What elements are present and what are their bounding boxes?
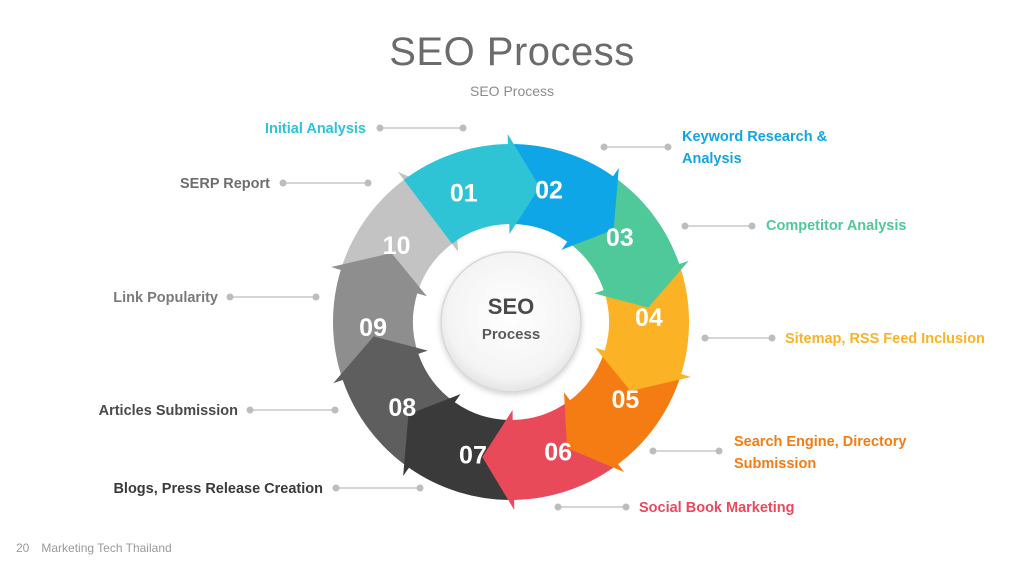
label-competitor-analysis: Competitor Analysis: [766, 218, 907, 234]
connector-dot: [748, 222, 756, 230]
label-serp-report: SERP Report: [180, 176, 270, 192]
connector-dot: [364, 179, 372, 187]
connector-dot: [279, 179, 287, 187]
connector-dot: [701, 334, 709, 342]
segment-01: [403, 134, 540, 244]
segment-number-07: 07: [459, 442, 487, 470]
connector-dot: [600, 143, 608, 151]
connector-dot: [664, 143, 672, 151]
label-search-engine-line1: Search Engine, Directory: [734, 434, 907, 450]
center-title: SEO: [488, 294, 534, 319]
segment-numbers: 10 09 08 07 06 05 04 03 02 01: [359, 176, 663, 469]
connector-dot: [622, 503, 630, 511]
label-social-book-marketing: Social Book Marketing: [639, 500, 795, 516]
label-keyword-research: Keyword Research & Analysis: [682, 126, 827, 170]
segment-number-05: 05: [612, 386, 640, 414]
label-blogs-press-release: Blogs, Press Release Creation: [113, 481, 323, 497]
connector-dot: [416, 484, 424, 492]
connector-dot: [715, 447, 723, 455]
label-sitemap-rss: Sitemap, RSS Feed Inclusion: [785, 331, 985, 347]
page-subtitle: SEO Process: [469, 83, 555, 99]
center-subtitle: Process: [482, 326, 540, 343]
center-circle: SEO Process: [440, 251, 582, 393]
segment-07: [403, 394, 515, 500]
label-search-engine-submission: Search Engine, Directory Submission: [734, 431, 906, 475]
connector-dot: [376, 124, 384, 132]
label-initial-analysis: Initial Analysis: [265, 121, 366, 137]
label-keyword-research-line2: Analysis: [682, 151, 742, 167]
segment-number-08: 08: [388, 394, 416, 422]
connector-dot: [312, 293, 320, 301]
segment-number-06: 06: [544, 439, 572, 467]
connector-dot: [331, 406, 339, 414]
label-articles-submission: Articles Submission: [98, 403, 238, 419]
connector-dot: [226, 293, 234, 301]
page-number: 20: [16, 541, 30, 555]
connector-dot: [459, 124, 467, 132]
segment-number-04: 04: [635, 304, 663, 332]
segment-02: [507, 144, 619, 250]
segment-number-09: 09: [359, 314, 387, 342]
label-link-popularity: Link Popularity: [113, 290, 218, 306]
segment-number-10: 10: [383, 232, 411, 260]
connector-lines: [226, 124, 776, 511]
footer-text: Marketing Tech Thailand: [41, 541, 172, 555]
segment-number-03: 03: [606, 224, 634, 252]
segment-number-02: 02: [535, 176, 563, 204]
page-title: SEO Process: [389, 30, 635, 74]
label-keyword-research-line1: Keyword Research &: [682, 129, 828, 145]
label-search-engine-line2: Submission: [734, 456, 817, 472]
connector-dot: [246, 406, 254, 414]
connector-dot: [332, 484, 340, 492]
connector-dot: [554, 503, 562, 511]
footer: 20 Marketing Tech Thailand: [16, 541, 172, 555]
connector-dot: [649, 447, 657, 455]
segment-number-01: 01: [450, 179, 478, 207]
connector-dot: [681, 222, 689, 230]
cycle-segments: [331, 134, 691, 510]
connector-dot: [768, 334, 776, 342]
